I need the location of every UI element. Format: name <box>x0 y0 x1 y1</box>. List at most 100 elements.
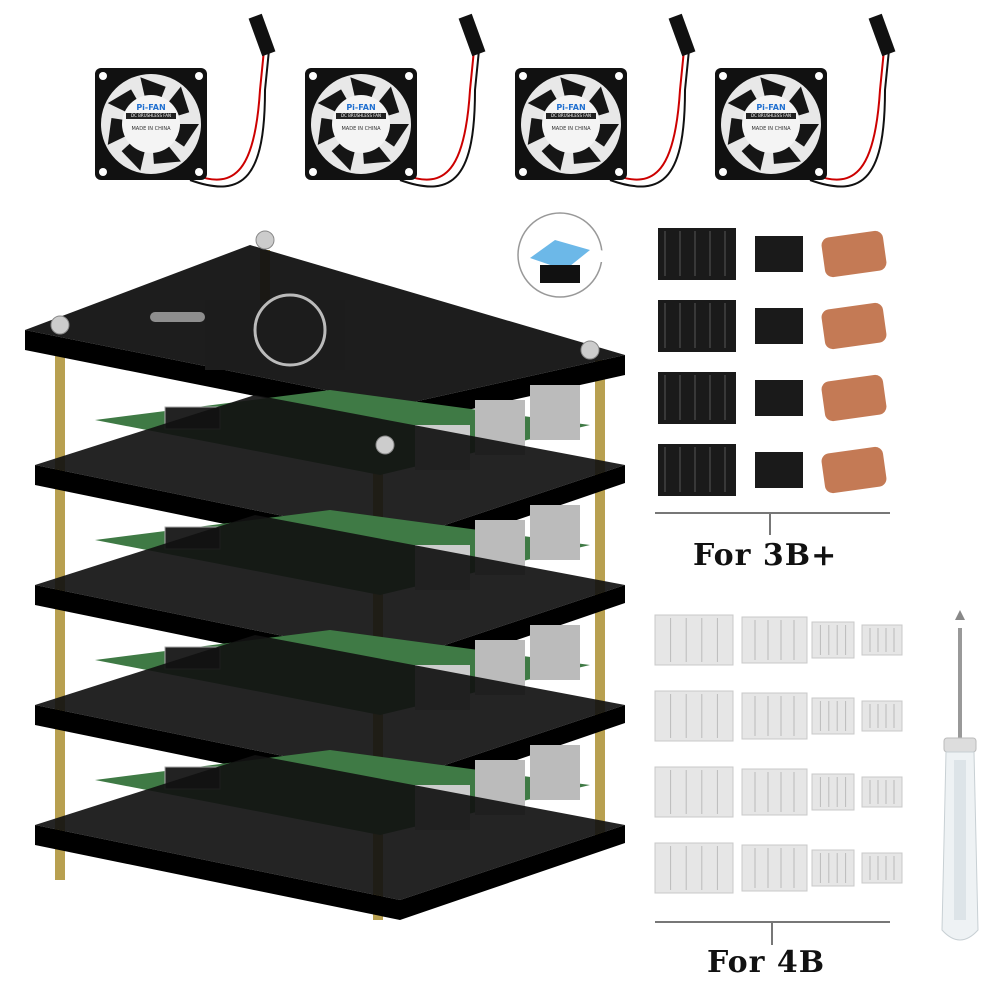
fan-screw-hole <box>195 168 203 176</box>
acrylic-plate <box>35 635 625 780</box>
heatsink-body <box>811 697 855 735</box>
fan-screw-hole <box>309 72 317 80</box>
heatsinks <box>654 228 903 894</box>
fan-connector <box>458 13 486 57</box>
heatsink-body <box>811 849 855 887</box>
fan-type: DC BRUSHLESS FAN <box>336 113 386 119</box>
fan-screw-hole <box>99 72 107 80</box>
fan-type: DC BRUSHLESS FAN <box>746 113 796 119</box>
case-fan <box>205 300 345 370</box>
nut <box>375 435 395 455</box>
heatsink-body <box>811 621 855 659</box>
acrylic-plate <box>35 395 625 540</box>
plate-edge <box>35 825 625 920</box>
copper-shim <box>821 230 887 278</box>
heatsink-body <box>861 700 903 732</box>
fan-connector <box>248 13 276 57</box>
heatsink-body <box>654 690 734 742</box>
fan-brand: Pi-FAN <box>346 103 376 112</box>
fan-screw-hole <box>519 72 527 80</box>
fan-guard <box>253 293 327 367</box>
heatsink-body <box>658 300 736 352</box>
heatsink-body <box>658 228 736 280</box>
usb-port <box>530 745 580 800</box>
fan-wire-red <box>194 39 266 181</box>
fan-brand: Pi-FAN <box>756 103 786 112</box>
black-heatsink-large <box>658 444 736 496</box>
screwdriver-icon <box>941 610 979 941</box>
copper-shim <box>821 374 887 422</box>
fan-brand: Pi-FAN <box>556 103 586 112</box>
bracket-3b <box>655 512 890 535</box>
acrylic-plate <box>35 515 625 660</box>
stacked-case <box>25 230 625 920</box>
heatsink-body <box>741 616 808 664</box>
fan-screw-hole <box>99 168 107 176</box>
black-heatsink-small <box>755 380 803 416</box>
heatsink-body <box>658 444 736 496</box>
fan-origin: MADE IN CHINA <box>751 126 791 132</box>
nut <box>50 315 70 335</box>
fan-screw-hole <box>195 72 203 80</box>
fan-type: DC BRUSHLESS FAN <box>546 113 596 119</box>
aluminum-heatsink <box>861 624 903 656</box>
black-heatsink-large <box>658 228 736 280</box>
heatsink-body <box>654 766 734 818</box>
aluminum-heatsink <box>741 768 808 816</box>
fan-screw-hole <box>519 168 527 176</box>
nut <box>580 340 600 360</box>
fan-origin: MADE IN CHINA <box>551 126 591 132</box>
acrylic-plate <box>35 755 625 900</box>
label-for-4b: For 4B <box>707 945 826 980</box>
fan-screw-hole <box>405 168 413 176</box>
black-heatsink-large <box>658 300 736 352</box>
fan-connector <box>668 13 696 57</box>
fan-wire-red <box>404 39 476 181</box>
thermal-pad-callout <box>517 212 650 298</box>
aluminum-heatsink <box>811 697 855 735</box>
fan-type: DC BRUSHLESS FAN <box>126 113 176 119</box>
usb-port <box>530 385 580 440</box>
bracket-4b <box>655 921 890 945</box>
fan-origin: MADE IN CHINA <box>341 126 381 132</box>
aluminum-heatsink <box>654 690 734 742</box>
aluminum-heatsink <box>811 621 855 659</box>
fan-wire-red <box>614 39 686 181</box>
aluminum-heatsink <box>741 692 808 740</box>
usb-port <box>530 505 580 560</box>
fan-screw-hole <box>815 72 823 80</box>
fan-icon <box>515 13 696 188</box>
fan-origin: MADE IN CHINA <box>131 126 171 132</box>
fan-screw-hole <box>615 168 623 176</box>
heatsink-body <box>861 776 903 808</box>
aluminum-heatsink <box>741 844 808 892</box>
fan-wire-black <box>609 39 691 188</box>
label-for-3b-plus: For 3B+ <box>693 538 838 573</box>
aluminum-heatsink <box>654 842 734 894</box>
fan-wire-red <box>814 39 886 181</box>
fan-icon <box>715 13 896 188</box>
black-heatsink-small <box>755 452 803 488</box>
vent-slot <box>150 312 205 322</box>
aluminum-heatsink <box>811 773 855 811</box>
copper-shim <box>821 302 887 350</box>
heatsink-body <box>741 768 808 816</box>
heatsink-body <box>861 624 903 656</box>
aluminum-heatsink <box>741 616 808 664</box>
aluminum-heatsink <box>861 852 903 884</box>
heatsink-body <box>741 692 808 740</box>
fan-screw-hole <box>309 168 317 176</box>
fan-screw-hole <box>719 168 727 176</box>
heatsink-body <box>741 844 808 892</box>
heatsink-body <box>654 842 734 894</box>
fan-screw-hole <box>615 72 623 80</box>
fan-connector <box>868 13 896 57</box>
aluminum-heatsink <box>861 700 903 732</box>
heatsink-body <box>811 773 855 811</box>
